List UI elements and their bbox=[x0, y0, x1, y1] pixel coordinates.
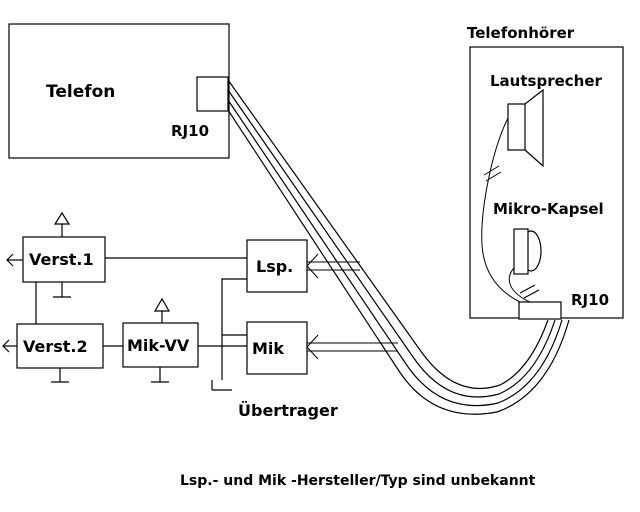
mik-vv-label: Mik-VV bbox=[127, 336, 190, 355]
note-text: Lsp.- und Mik -Hersteller/Typ sind unbek… bbox=[180, 473, 536, 489]
lsp-block: Lsp. bbox=[105, 239, 308, 391]
speaker-symbol bbox=[507, 88, 544, 168]
uebertrager-label: Übertrager bbox=[238, 401, 338, 420]
verst1-block: Verst.1 bbox=[6, 211, 106, 298]
lautsprecher-label: Lautsprecher bbox=[490, 72, 603, 90]
lsp-coupling-arrow bbox=[306, 253, 360, 279]
lsp-label: Lsp. bbox=[256, 257, 293, 276]
verst1-label: Verst.1 bbox=[29, 250, 94, 269]
handset-cable bbox=[227, 79, 570, 415]
mik-label: Mik bbox=[252, 339, 284, 358]
verst2-block: Verst.2 bbox=[2, 282, 104, 383]
rj10-phone-label: RJ10 bbox=[171, 122, 209, 140]
mik-coupling-arrow bbox=[306, 334, 398, 360]
telefon-box: Telefon RJ10 bbox=[8, 23, 230, 159]
verst2-label: Verst.2 bbox=[23, 337, 88, 356]
mik-block: Mik bbox=[198, 321, 308, 375]
rj10-socket-phone bbox=[196, 76, 229, 112]
rj10-handset-label: RJ10 bbox=[571, 291, 609, 309]
mik-vv-block: Mik-VV bbox=[103, 297, 199, 383]
telefon-label: Telefon bbox=[46, 82, 115, 102]
rj10-socket-handset bbox=[518, 301, 562, 320]
microphone-symbol bbox=[513, 228, 542, 275]
mikro-kapsel-label: Mikro-Kapsel bbox=[493, 200, 604, 218]
handset-box: Telefonhörer Lautsprecher Mikro-Kapsel R… bbox=[467, 24, 624, 320]
handset-title: Telefonhörer bbox=[467, 24, 575, 42]
